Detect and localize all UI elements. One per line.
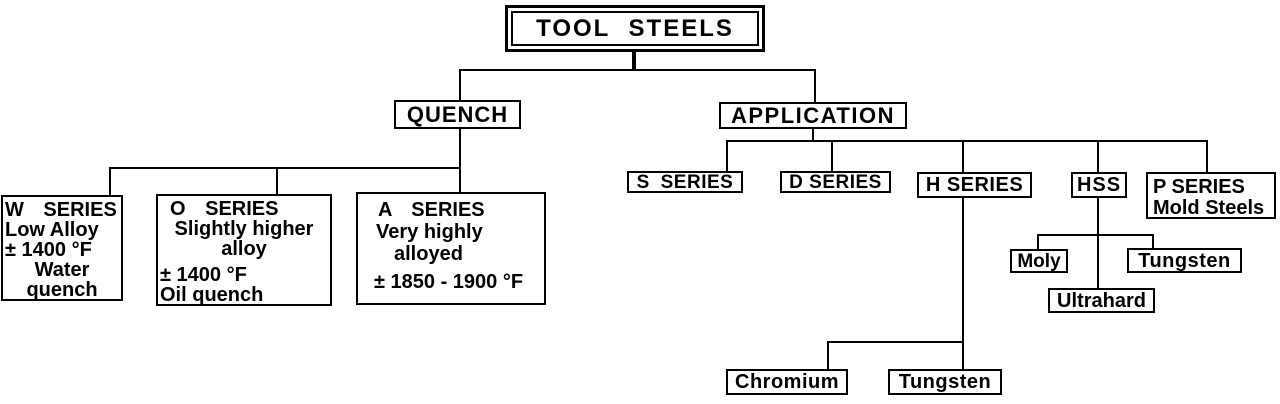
edge-root-stub	[632, 50, 636, 70]
node-h-series: H SERIES	[917, 172, 1032, 198]
node-ultrahard: Ultrahard	[1048, 288, 1155, 313]
node-tool-steels: TOOL STEELS	[505, 5, 765, 52]
node-a-series: A SERIES Very highly alloyed ± 1850 - 19…	[356, 192, 546, 305]
node-o-series-line: ± 1400 °F	[160, 264, 247, 286]
edge-to-hss	[1097, 140, 1099, 172]
node-p-series-line: Mold Steels	[1153, 197, 1265, 219]
node-a-series-line: alloyed	[394, 243, 463, 265]
node-w-series-title: W SERIES	[5, 199, 117, 221]
node-moly: Moly	[1010, 249, 1068, 273]
edge-application-bar	[726, 140, 1208, 142]
node-tool-steels-label: TOOL STEELS	[511, 11, 759, 46]
node-p-series: P SERIES Mold Steels	[1146, 172, 1276, 219]
node-tungsten-hss-label: Tungsten	[1138, 249, 1231, 272]
node-o-series-line: Oil quench	[160, 284, 264, 306]
node-o-series-line: Slightly higher	[174, 218, 314, 240]
node-tungsten-h: Tungsten	[888, 369, 1002, 395]
edge-to-d-series	[831, 140, 833, 171]
node-hss-label: HSS	[1076, 174, 1122, 196]
node-s-series-label: S SERIES	[636, 171, 734, 193]
edge-to-application	[814, 69, 816, 102]
edge-to-ultrahard	[1097, 234, 1099, 288]
node-application-label: APPLICATION	[731, 102, 895, 128]
edge-h-series-stub	[962, 198, 964, 343]
node-quench-label: QUENCH	[406, 101, 509, 127]
node-s-series: S SERIES	[627, 171, 743, 193]
edge-to-w-series	[109, 167, 111, 195]
edge-hss-bar	[1037, 234, 1154, 236]
edge-hss-stub	[1097, 198, 1099, 236]
node-chromium-label: Chromium	[735, 371, 839, 393]
node-o-series: O SERIES Slightly higher alloy ± 1400 °F…	[156, 194, 332, 306]
node-moly-label: Moly	[1017, 250, 1061, 272]
edge-application-stub	[812, 128, 814, 141]
node-w-series-line: ± 1400 °F	[5, 239, 92, 261]
node-application: APPLICATION	[719, 102, 907, 129]
node-p-series-title: P SERIES	[1153, 176, 1245, 198]
node-chromium: Chromium	[726, 369, 848, 395]
node-o-series-line: alloy	[221, 238, 267, 260]
node-ultrahard-label: Ultrahard	[1057, 289, 1146, 312]
edge-quench-stub	[459, 128, 461, 169]
edge-to-chromium	[827, 341, 829, 369]
edge-root-bar	[459, 69, 816, 71]
node-w-series-line: Low Alloy	[5, 219, 99, 241]
node-d-series: D SERIES	[780, 171, 891, 193]
edge-to-p-series	[1206, 140, 1208, 172]
edge-h-series-bar	[827, 341, 964, 343]
edge-to-h-series	[962, 140, 964, 172]
edge-to-o-series	[276, 167, 278, 194]
edge-to-tungsten-hss	[1152, 234, 1154, 248]
node-tungsten-h-label: Tungsten	[898, 371, 992, 393]
node-d-series-label: D SERIES	[789, 171, 882, 193]
node-quench: QUENCH	[394, 100, 521, 129]
edge-to-a-series	[459, 167, 461, 192]
node-tungsten-hss: Tungsten	[1127, 248, 1242, 273]
node-o-series-title: O SERIES	[170, 198, 279, 220]
edge-to-quench	[459, 69, 461, 100]
edge-to-tungsten-h	[962, 341, 964, 369]
edge-quench-bar	[109, 167, 461, 169]
node-a-series-title: A SERIES	[378, 199, 485, 221]
edge-to-s-series	[726, 140, 728, 171]
node-hss: HSS	[1071, 172, 1127, 198]
node-w-series: W SERIES Low Alloy ± 1400 °F Water quenc…	[1, 195, 123, 301]
node-a-series-line: ± 1850 - 1900 °F	[374, 271, 524, 293]
node-w-series-line: Water	[34, 259, 90, 281]
node-a-series-line: Very highly	[376, 221, 483, 243]
edge-to-moly	[1037, 234, 1039, 249]
node-w-series-line: quench	[26, 279, 98, 301]
node-h-series-label: H SERIES	[925, 174, 1024, 196]
